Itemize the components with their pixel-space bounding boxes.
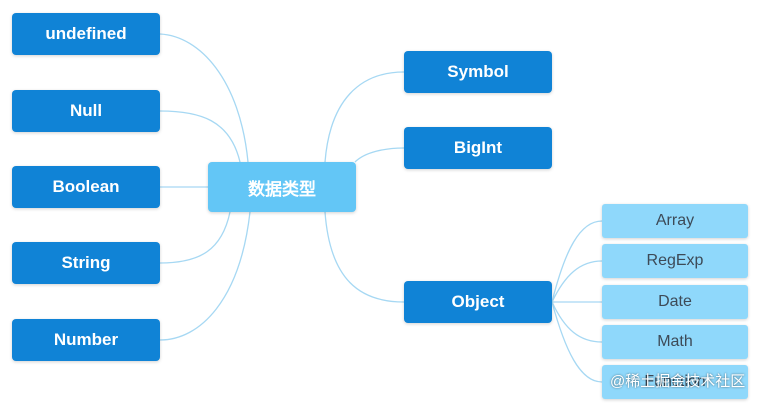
node-number: Number: [12, 319, 160, 361]
connector-array: [551, 220, 603, 303]
node-date: Date: [602, 285, 748, 319]
node-regexp: RegExp: [602, 244, 748, 278]
watermark: @稀土掘金技术社区: [610, 373, 746, 390]
connector-symbol: [324, 71, 405, 163]
connector-null: [159, 110, 241, 163]
node-boolean: Boolean: [12, 166, 160, 208]
node-undefined: undefined: [12, 13, 160, 55]
node-string: String: [12, 242, 160, 284]
connector-bigint: [354, 147, 405, 163]
connector-string: [159, 211, 231, 264]
connector-number: [159, 211, 251, 341]
connector-math: [551, 301, 603, 343]
connector-function: [551, 301, 603, 383]
node-bigint: BigInt: [404, 127, 552, 169]
node-array: Array: [602, 204, 748, 238]
node-null: Null: [12, 90, 160, 132]
node-symbol: Symbol: [404, 51, 552, 93]
node-function: Function: [602, 365, 748, 399]
connector-undefined: [159, 33, 249, 163]
node-math: Math: [602, 325, 748, 359]
connector-regexp: [551, 260, 603, 303]
connector-object: [324, 211, 405, 303]
node-object: Object: [404, 281, 552, 323]
center-node-data-types: 数据类型: [208, 162, 356, 212]
